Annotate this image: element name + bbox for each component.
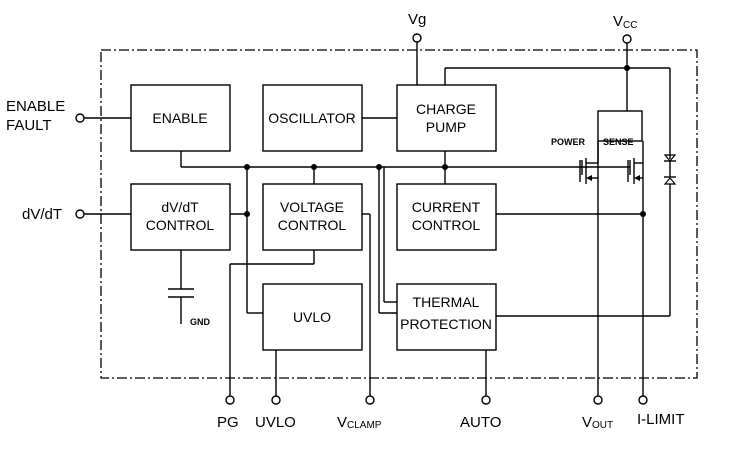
block-voltage-label-2: CONTROL: [278, 217, 347, 233]
pin-ilimit-terminal: [638, 395, 648, 405]
block-charge-pump-label-1: CHARGE: [416, 101, 476, 117]
pin-fault-label: FAULT: [6, 117, 52, 134]
block-current-label-1: CURRENT: [412, 199, 481, 215]
block-voltage-control: VOLTAGE CONTROL: [262, 183, 363, 251]
block-enable: ENABLE: [130, 84, 231, 152]
block-current-control: CURRENT CONTROL: [396, 183, 497, 251]
pin-enable-fault-terminal: [75, 113, 85, 123]
pin-vclamp-terminal: [365, 395, 375, 405]
pin-vcc-label: VCC: [613, 13, 637, 31]
power-label: POWER: [551, 137, 586, 147]
pin-dvdt-terminal: [75, 209, 85, 219]
pin-pg-label: PG: [217, 414, 239, 431]
block-dvdt-label-2: CONTROL: [146, 217, 215, 233]
pin-uvlo-terminal: [271, 395, 281, 405]
pin-vout-label: VOUT: [582, 414, 613, 431]
pin-vg-label: Vg: [408, 11, 426, 28]
block-thermal-label-1: THERMAL: [413, 294, 480, 310]
block-dvdt-label-1: dV/dT: [161, 199, 199, 215]
block-thermal-label-2: PROTECTION: [400, 316, 492, 332]
sense-fet: [627, 158, 643, 184]
power-fet: [579, 141, 599, 184]
block-charge-pump: CHARGE PUMP: [396, 84, 497, 152]
block-oscillator-label: OSCILLATOR: [268, 110, 355, 126]
sense-label: SENSE: [603, 137, 634, 147]
pin-pg-terminal: [225, 395, 235, 405]
pin-ilimit-label: I-LIMIT: [637, 411, 685, 428]
pin-circles: [75, 33, 648, 405]
block-dvdt-control: dV/dT CONTROL: [130, 183, 231, 251]
pin-vg-terminal: [412, 33, 422, 43]
pin-dvdt-label: dV/dT: [22, 206, 62, 223]
pin-auto-label: AUTO: [460, 414, 501, 431]
zener-diodes: [663, 154, 677, 191]
junction-dots: [244, 65, 646, 217]
block-uvlo-label: UVLO: [293, 309, 331, 325]
pin-enable-label: ENABLE: [6, 98, 65, 115]
block-voltage-label-1: VOLTAGE: [280, 199, 344, 215]
block-charge-pump-label-2: PUMP: [426, 119, 466, 135]
pin-vout-terminal: [593, 395, 603, 405]
gnd-label: GND: [190, 317, 211, 327]
pin-uvlo-label: UVLO: [255, 414, 296, 431]
block-enable-label: ENABLE: [152, 110, 207, 126]
block-thermal-protection: THERMAL PROTECTION: [396, 283, 497, 351]
pin-vclamp-label: VCLAMP: [337, 414, 382, 431]
pin-auto-terminal: [481, 395, 491, 405]
block-oscillator: OSCILLATOR: [262, 84, 363, 152]
pin-vcc-terminal: [622, 34, 632, 44]
block-uvlo: UVLO: [262, 283, 363, 351]
block-current-label-2: CONTROL: [412, 217, 481, 233]
